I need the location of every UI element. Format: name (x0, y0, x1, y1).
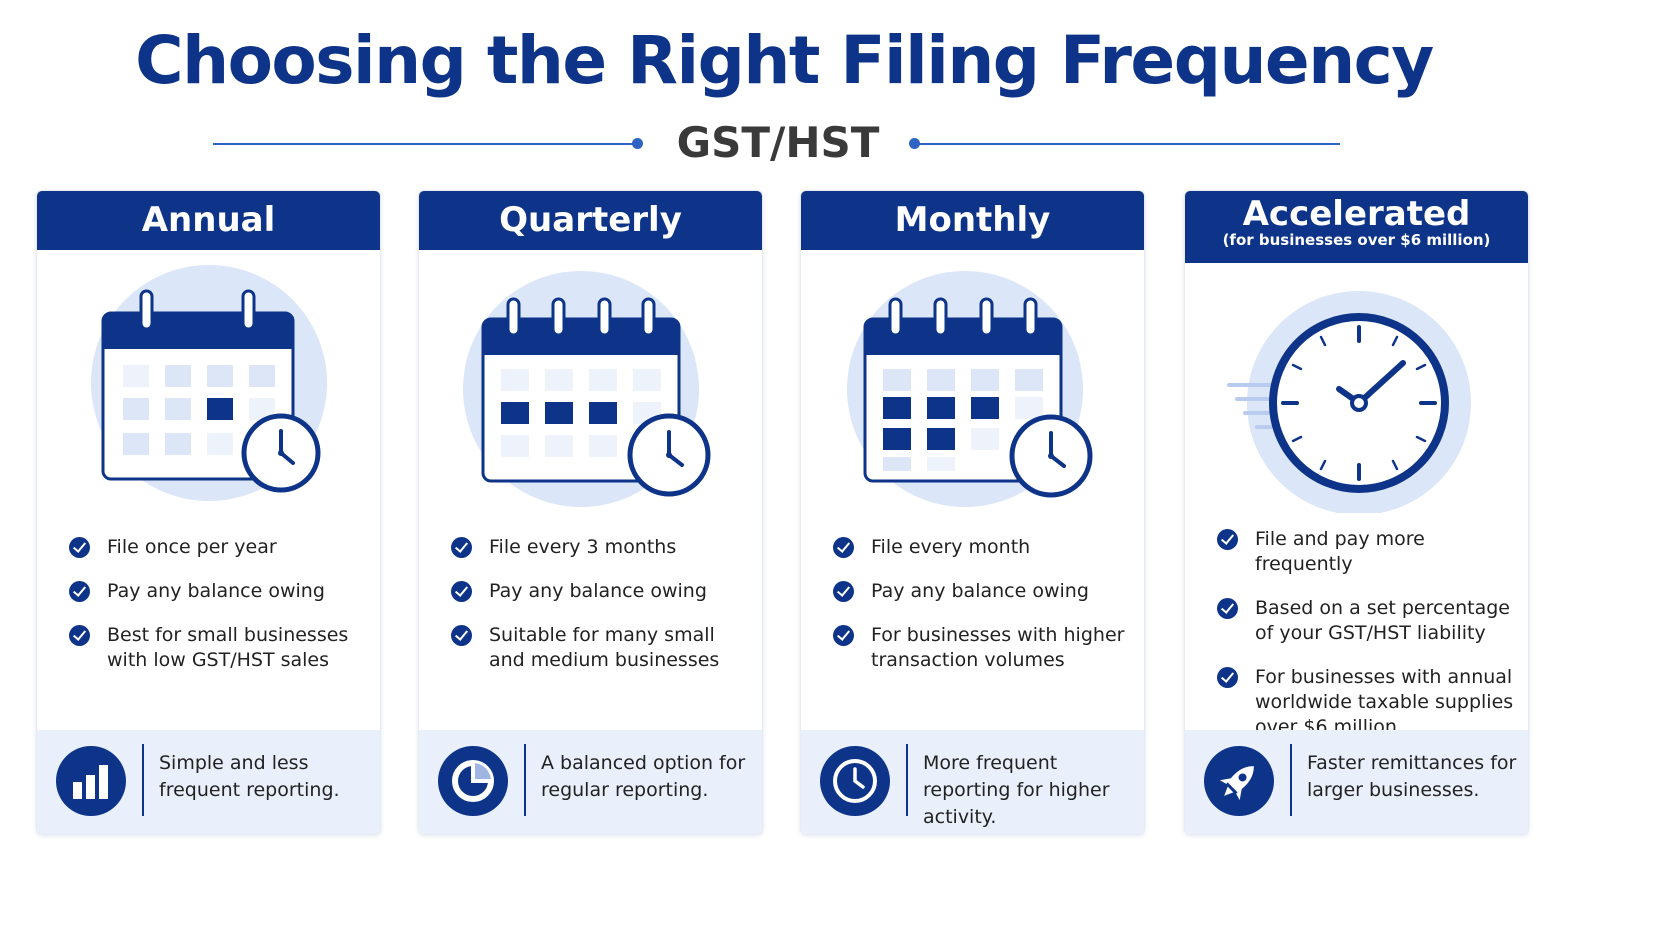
check-icon (69, 581, 90, 602)
subtitle-divider-right (914, 143, 1340, 145)
list-item: Pay any balance owing (69, 579, 369, 604)
check-icon (69, 625, 90, 646)
check-icon (69, 537, 90, 558)
card-header: Accelerated (for businesses over $6 mill… (1185, 191, 1528, 263)
card-header: Annual (37, 191, 380, 250)
footer-divider (524, 744, 526, 816)
subtitle-row: GST/HST (0, 118, 1568, 170)
card-quarterly: Quarterly File every 3 mont (418, 190, 763, 835)
calendar-clock-icon (801, 263, 1144, 513)
feature-text: File every month (871, 536, 1031, 558)
feature-text: For businesses with higher transaction v… (871, 624, 1125, 671)
list-item: File every 3 months (451, 535, 751, 560)
check-icon (1217, 598, 1238, 619)
footer-divider (906, 744, 908, 816)
card-annual: Annual File once per year Pay any bal (36, 190, 381, 835)
fast-clock-icon (1185, 263, 1528, 515)
footer-text: Faster remittances for larger businesses… (1307, 752, 1517, 801)
card-footer: Faster remittances for larger businesses… (1185, 730, 1528, 834)
bar-chart-icon (56, 746, 126, 816)
feature-text: Pay any balance owing (489, 580, 707, 602)
clock-icon (820, 746, 890, 816)
feature-text: For businesses with annual worldwide tax… (1255, 666, 1514, 738)
feature-text: File and pay more frequently (1255, 528, 1425, 575)
rocket-icon (1204, 746, 1274, 816)
check-icon (833, 625, 854, 646)
footer-divider (142, 744, 144, 816)
list-item: Based on a set percentage of your GST/HS… (1217, 596, 1517, 646)
calendar-clock-icon (419, 263, 762, 513)
feature-text: File every 3 months (489, 536, 677, 558)
card-note: (for businesses over $6 million) (1222, 231, 1491, 249)
page-title: Choosing the Right Filing Frequency (135, 22, 1434, 99)
feature-list: File every 3 months Pay any balance owin… (451, 535, 751, 692)
feature-list: File and pay more frequently Based on a … (1217, 527, 1517, 759)
card-footer: More frequent reporting for higher activ… (801, 730, 1144, 834)
list-item: File and pay more frequently (1217, 527, 1517, 577)
check-icon (451, 537, 472, 558)
page-subtitle: GST/HST (676, 118, 880, 167)
feature-list: File once per year Pay any balance owing… (69, 535, 369, 692)
feature-text: Based on a set percentage of your GST/HS… (1255, 597, 1510, 644)
list-item: For businesses with higher transaction v… (833, 623, 1133, 673)
list-item: Suitable for many small and medium busin… (451, 623, 751, 673)
check-icon (451, 581, 472, 602)
feature-list: File every month Pay any balance owing F… (833, 535, 1133, 692)
check-icon (1217, 667, 1238, 688)
list-item: Best for small businesses with low GST/H… (69, 623, 369, 673)
calendar-clock-icon (37, 263, 380, 513)
card-title: Monthly (894, 200, 1051, 240)
feature-text: Suitable for many small and medium busin… (489, 624, 720, 671)
card-footer: Simple and less frequent reporting. (37, 730, 380, 834)
card-header: Quarterly (419, 191, 762, 250)
card-monthly: Monthly File (800, 190, 1145, 835)
card-header: Monthly (801, 191, 1144, 250)
check-icon (833, 581, 854, 602)
card-accelerated: Accelerated (for businesses over $6 mill… (1184, 190, 1529, 835)
pie-chart-icon (438, 746, 508, 816)
footer-text: A balanced option for regular reporting. (541, 752, 746, 801)
feature-text: Pay any balance owing (871, 580, 1089, 602)
subtitle-dot-left (632, 138, 643, 149)
card-title: Accelerated (1242, 194, 1471, 234)
footer-text: More frequent reporting for higher activ… (923, 752, 1110, 828)
feature-text: Best for small businesses with low GST/H… (107, 624, 349, 671)
list-item: File once per year (69, 535, 369, 560)
list-item: For businesses with annual worldwide tax… (1217, 665, 1517, 740)
subtitle-divider-left (213, 143, 637, 145)
card-footer: A balanced option for regular reporting. (419, 730, 762, 834)
check-icon (451, 625, 472, 646)
card-title: Quarterly (499, 200, 682, 240)
check-icon (1217, 529, 1238, 550)
check-icon (833, 537, 854, 558)
footer-divider (1290, 744, 1292, 816)
feature-text: Pay any balance owing (107, 580, 325, 602)
card-title: Annual (141, 200, 276, 240)
feature-text: File once per year (107, 536, 277, 558)
list-item: File every month (833, 535, 1133, 560)
list-item: Pay any balance owing (833, 579, 1133, 604)
list-item: Pay any balance owing (451, 579, 751, 604)
footer-text: Simple and less frequent reporting. (159, 752, 340, 801)
